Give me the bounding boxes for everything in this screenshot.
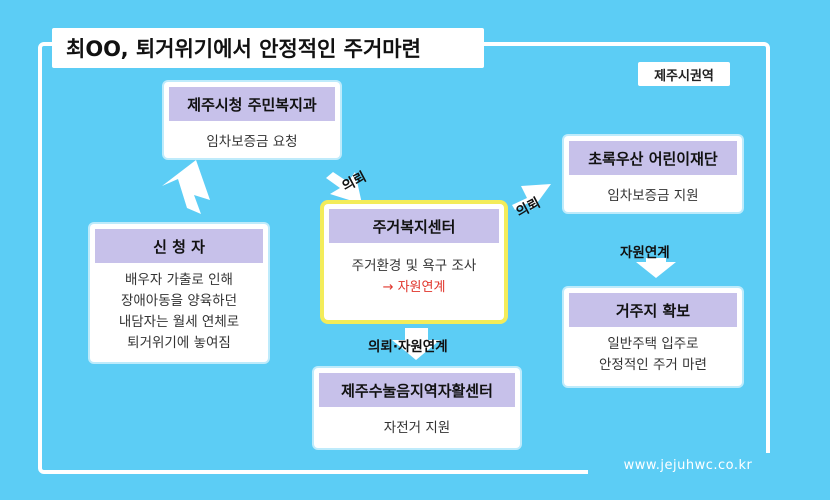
center-body: 주거환경 및 욕구 조사 → 자원연계 xyxy=(324,248,504,302)
applicant-line: 퇴거위기에 놓여짐 xyxy=(127,335,231,351)
foundation-box: 초록우산 어린이재단 임차보증금 지원 xyxy=(564,136,742,212)
applicant-body: 배우자 가출로 인해 장애아동을 양육하던 내담자는 월세 연체로 퇴거위기에 … xyxy=(90,268,268,358)
center-text: 주거환경 및 욕구 조사 xyxy=(351,258,477,274)
foundation-header: 초록우산 어린이재단 xyxy=(569,141,737,175)
resource-link-label: 자원연계 xyxy=(620,245,670,261)
applicant-header: 신 청 자 xyxy=(95,229,263,263)
self-support-body: 자전거 지원 xyxy=(383,420,451,436)
arrow-city-to-center xyxy=(326,172,362,204)
self-support-center-box: 제주수눌음지역자활센터 자전거 지원 xyxy=(314,368,520,448)
arrow-center-to-selfsupport xyxy=(392,328,440,360)
center-note: → 자원연계 xyxy=(382,280,446,295)
housing-secured-box: 거주지 확보 일반주택 입주로 안정적인 주거 마련 xyxy=(564,288,742,386)
center-header: 주거복지센터 xyxy=(329,209,499,243)
city-hall-box: 제주시청 주민복지과 임차보증금 요청 xyxy=(164,82,340,158)
city-hall-header: 제주시청 주민복지과 xyxy=(169,87,335,121)
region-tab: 제주시권역 xyxy=(638,62,730,86)
arrow-foundation-to-housing xyxy=(636,258,676,278)
applicant-line: 장애아동을 양육하던 xyxy=(120,293,238,309)
applicant-box: 신 청 자 배우자 가출로 인해 장애아동을 양육하던 내담자는 월세 연체로 … xyxy=(90,224,268,362)
housing-line: 안정적인 주거 마련 xyxy=(599,357,707,373)
arrow-applicant-to-city xyxy=(162,160,210,214)
housing-welfare-center-box: 주거복지센터 주거환경 및 욕구 조사 → 자원연계 xyxy=(324,204,504,320)
city-hall-body: 임차보증금 요청 xyxy=(206,134,298,150)
website-url: www.jejuhwc.co.kr xyxy=(588,453,788,477)
applicant-line: 배우자 가출로 인해 xyxy=(125,272,233,288)
housing-header: 거주지 확보 xyxy=(569,293,737,327)
foundation-body: 임차보증금 지원 xyxy=(607,188,699,204)
referral-resource-label: 의뢰·자원연계 xyxy=(368,339,448,355)
self-support-header: 제주수눌음지역자활센터 xyxy=(319,373,515,407)
page-title: 최OO, 퇴거위기에서 안정적인 주거마련 xyxy=(52,28,484,68)
housing-body: 일반주택 입주로 안정적인 주거 마련 xyxy=(564,332,742,380)
housing-line: 일반주택 입주로 xyxy=(607,336,699,352)
arrow-center-to-foundation xyxy=(512,184,551,210)
applicant-line: 내담자는 월세 연체로 xyxy=(118,314,240,330)
